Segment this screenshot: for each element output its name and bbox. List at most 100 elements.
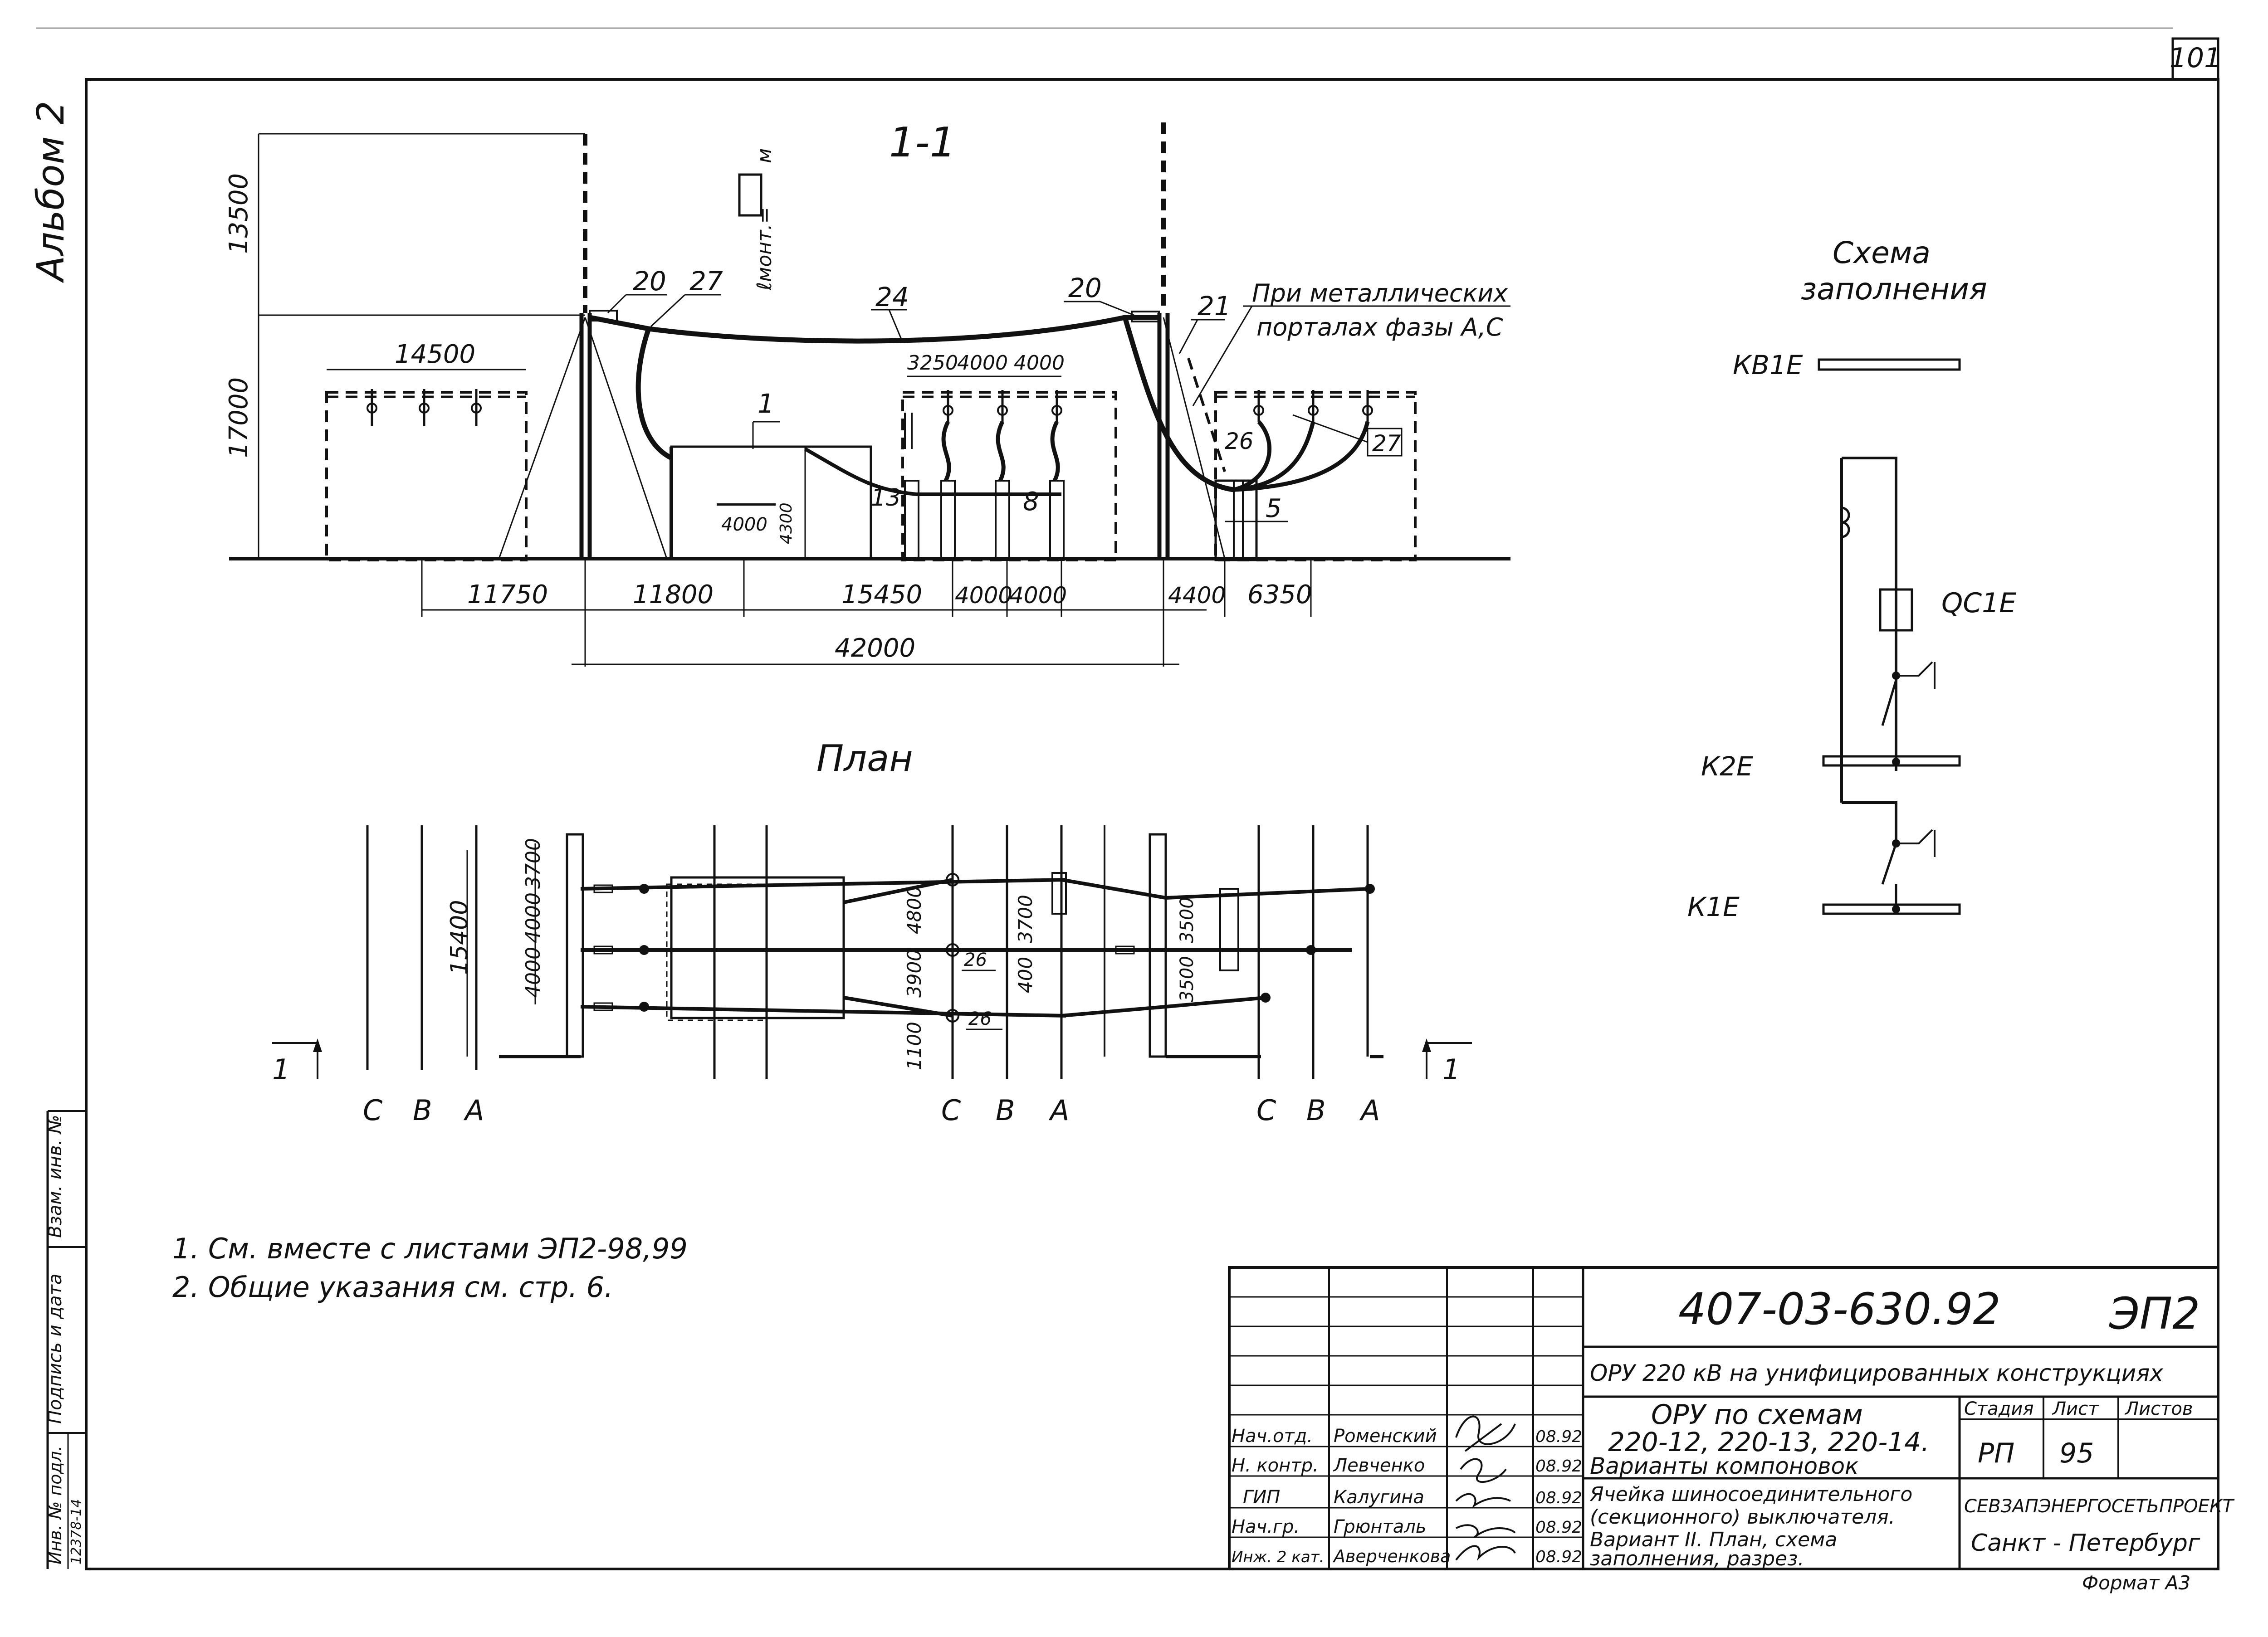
dim-11750: 11750 [467, 580, 548, 609]
callout-20-left: 20 [633, 266, 666, 297]
callout-26: 26 [1225, 428, 1254, 454]
height-17000: 17000 [224, 377, 254, 458]
sheet-title-1: ОРУ по схемам [1651, 1399, 1863, 1431]
dim-3250: 3250 [907, 351, 958, 375]
org-name: СЕВЗАПЭНЕРГОСЕТЬПРОЕКТ [1964, 1496, 2235, 1517]
mount-unit: м [753, 148, 776, 163]
header-sheet: Лист [2052, 1398, 2099, 1419]
header-stage: Стадия [1964, 1398, 2033, 1419]
callout-5: 5 [1266, 494, 1282, 523]
staff-role-3: ГИП [1243, 1487, 1280, 1508]
scheme-label-kv1e: КВ1Е [1733, 350, 1803, 380]
dim-4000-a: 4000 [957, 351, 1008, 375]
sheet-title-3: Варианты компоновок [1590, 1453, 1858, 1479]
phase-c-3: С [1256, 1094, 1276, 1127]
stamp-replace: Взам. инв. № [45, 1115, 66, 1238]
staff-name-1: Роменский [1334, 1426, 1437, 1447]
phase-b-3: В [1306, 1094, 1326, 1127]
staff-name-4: Грюнталь [1334, 1516, 1426, 1537]
staff-role-4: Нач.гр. [1232, 1516, 1300, 1537]
plan-callout-26-b: 26 [968, 1009, 992, 1029]
mount-label: ℓмонт.= [753, 207, 776, 291]
dim-42000: 42000 [835, 633, 915, 663]
note-2: 2. Общие указания см. стр. 6. [172, 1271, 613, 1304]
dim-4400: 4400 [1168, 582, 1226, 609]
drawing-title-2: (секционного) выключателя. [1590, 1505, 1895, 1529]
plan-callout-26-a: 26 [964, 950, 987, 970]
staff-name-3: Калугина [1334, 1487, 1424, 1508]
doc-code: ЭП2 [2109, 1288, 2200, 1339]
section-title: 1-1 [889, 119, 956, 166]
staff-name-2: Левченко [1333, 1455, 1425, 1476]
sheet-frame: 101 [36, 27, 2222, 1570]
signature-5 [1455, 1545, 1516, 1561]
dim-3900: 3900 [903, 949, 925, 998]
signature-1 [1455, 1415, 1516, 1452]
scheme-label-k1e: К1Е [1687, 892, 1740, 922]
callout-1: 1 [758, 388, 774, 419]
drawing-title-3: Вариант II. План, схема [1590, 1528, 1837, 1551]
dim-6350: 6350 [1247, 580, 1312, 609]
phase-a-2: А [1048, 1094, 1069, 1127]
dim-4000-e: 4000 [522, 892, 545, 943]
org-city: Санкт - Петербург [1971, 1530, 2200, 1557]
plan-view: План [272, 737, 1472, 1127]
scheme-label-qc1e: QC1E [1941, 587, 2016, 619]
dim-4300: 4300 [777, 502, 796, 544]
dim-11800: 11800 [633, 580, 714, 609]
fill-scheme: Схема заполнения КВ1Е QC1E К2Е К1Е [1687, 235, 2016, 922]
callout-27-left: 27 [689, 266, 723, 297]
dim-15400: 15400 [446, 900, 473, 975]
callout-27-right: 27 [1372, 430, 1401, 457]
signature-4 [1456, 1524, 1516, 1538]
section-mark-right: 1 [1442, 1053, 1460, 1086]
main-conductor [589, 315, 1159, 344]
phase-c-2: С [941, 1094, 961, 1127]
breaker-body [670, 445, 872, 560]
scheme-title-2: заполнения [1801, 272, 1987, 307]
phase-b-1: В [413, 1094, 432, 1127]
dim-1100: 1100 [903, 1022, 925, 1070]
staff-date-4: 08.92 [1535, 1518, 1582, 1537]
stamp-inventory: Инв. № подл. [45, 1446, 65, 1564]
section-view: 1-1 13500 17000 14500 [224, 119, 1510, 667]
phase-c-1: С [363, 1094, 383, 1127]
staff-role-5: Инж. 2 кат. [1232, 1548, 1324, 1566]
staff-date-2: 08.92 [1535, 1457, 1582, 1476]
dim-4800: 4800 [903, 886, 925, 934]
dim-4000-small: 4000 [721, 514, 767, 535]
signature-3 [1455, 1493, 1511, 1508]
dim-14500: 14500 [395, 340, 475, 369]
staff-role-1: Нач.отд. [1232, 1426, 1313, 1447]
signature-2 [1460, 1458, 1507, 1483]
staff-role-2: Н. контр. [1232, 1455, 1319, 1476]
callout-24: 24 [875, 282, 909, 312]
dim-400: 400 [1014, 957, 1036, 993]
project-title: ОРУ 220 кВ на унифицированных конструкци… [1590, 1360, 2163, 1386]
phase-a-1: А [463, 1094, 484, 1127]
dim-4000-c: 4000 [955, 582, 1012, 609]
callout-8: 8 [1023, 487, 1039, 516]
drawing-title-4: заполнения, разрез. [1590, 1547, 1804, 1570]
staff-date-5: 08.92 [1535, 1548, 1582, 1566]
phase-a-3: А [1359, 1094, 1380, 1127]
doc-number: 407-03-630.92 [1678, 1284, 2001, 1335]
side-stamp: Взам. инв. № Подпись и дата Инв. № подл.… [45, 1110, 88, 1569]
callout-21: 21 [1198, 291, 1231, 322]
dim-3500-a: 3500 [1177, 897, 1198, 943]
dim-15450: 15450 [841, 580, 922, 609]
sheet-number: 101 [2170, 42, 2222, 74]
dim-3500-b: 3500 [1177, 956, 1198, 1002]
drawing-title-1: Ячейка шиносоединительного [1589, 1483, 1912, 1506]
phase-b-2: В [996, 1094, 1015, 1127]
dim-4000-f: 4000 [522, 947, 545, 998]
scheme-title-1: Схема [1833, 235, 1931, 270]
stamp-number: 12378-14 [68, 1499, 84, 1564]
section-mark-left: 1 [272, 1053, 290, 1086]
sheet-value: 95 [2059, 1437, 2094, 1469]
stage-value: РП [1978, 1437, 2014, 1469]
dim-3700: 3700 [522, 838, 545, 889]
note-1: 1. См. вместе с листами ЭП2-98,99 [172, 1232, 688, 1265]
sheet-title-2: 220-12, 220-13, 220-14. [1608, 1427, 1930, 1457]
dim-4000-d: 4000 [1009, 582, 1067, 609]
